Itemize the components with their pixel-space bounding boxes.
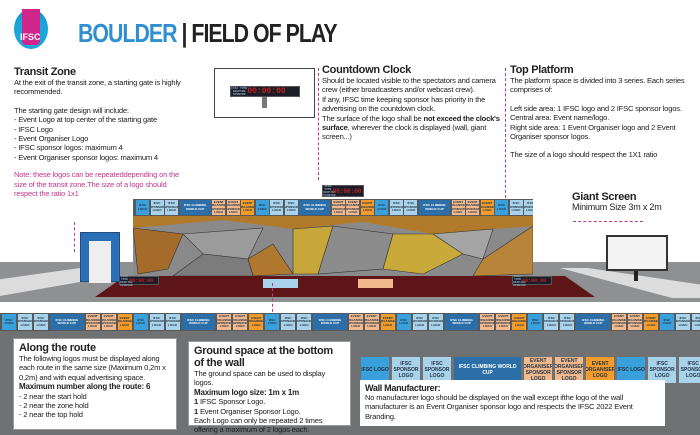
sponsor-tile: IFSC SPONSOR LOGO xyxy=(281,314,296,330)
top-platform-section: Top Platform The platform space is divid… xyxy=(510,64,685,160)
countdown-clock-section: Countdown Clock Should be located visibl… xyxy=(322,64,500,142)
sponsor-tile: IFSC SPONSOR LOGO xyxy=(404,200,418,215)
sponsor-tile: IFSC LOGO xyxy=(495,200,509,215)
sponsor-tile: IFSC SPONSOR LOGO xyxy=(560,314,575,330)
sponsor-tile: IFSC LOGO xyxy=(660,314,674,330)
sponsor-tile: IFSC CLIMBING WORLD CUP xyxy=(444,314,479,330)
sponsor-tile: IFSC LOGO xyxy=(136,200,149,215)
sponsor-tile: IFSC LOGO xyxy=(375,200,389,215)
sponsor-tile: EVENT ORGANISER SPONSOR LOGO xyxy=(226,200,240,215)
sponsor-tile: IFSC SPONSOR LOGO xyxy=(544,314,559,330)
sponsor-tile: IFSC CLIMBING WORLD CUP xyxy=(313,314,347,330)
sponsor-tile: IFSC SPONSOR LOGO xyxy=(284,200,298,215)
sponsor-tile: IFSC CLIMBING WORLD CUP xyxy=(50,314,84,330)
sponsor-tile: EVENT ORGANISER LOGO xyxy=(117,314,132,330)
sponsor-tile: IFSC CLIMBING WORLD CUP xyxy=(454,357,522,383)
sponsor-tile: IFSC LOGO xyxy=(265,314,280,330)
sponsor-tile: IFSC SPONSOR LOGO xyxy=(149,314,164,330)
sponsor-tile: EVENT ORGANISER SPONSOR LOGO xyxy=(348,314,363,330)
sponsor-tile: IFSC SPONSOR LOGO xyxy=(423,357,451,383)
sponsor-tile: IFSC SPONSOR LOGO xyxy=(392,357,420,383)
sponsor-tile: IFSC LOGO xyxy=(528,314,543,330)
sponsor-tile: IFSC LOGO xyxy=(2,314,16,330)
sponsor-tile: EVENT ORGANISER SPONSOR LOGO xyxy=(466,200,480,215)
sponsor-tile: IFSC SPONSOR LOGO xyxy=(389,200,403,215)
sponsor-tile: EVENT ORGANISER SPONSOR LOGO xyxy=(524,357,553,383)
sponsor-tile: IFSC CLIMBING WORLD CUP xyxy=(299,200,331,215)
sponsor-tile: IFSC SPONSOR LOGO xyxy=(428,314,443,330)
along-route-section: Along the route The following logos must… xyxy=(13,338,177,430)
sponsor-tile: IFSC SPONSOR LOGO xyxy=(270,200,284,215)
sponsor-tile: IFSC LOGO xyxy=(133,314,148,330)
sponsor-tile: EVENT ORGANISER SPONSOR LOGO xyxy=(217,314,232,330)
sponsor-tile: IFSC SPONSOR LOGO xyxy=(165,314,180,330)
ground-space-section: Ground space at the bottom of the wall T… xyxy=(188,341,351,434)
sponsor-tile: IFSC SPONSOR LOGO xyxy=(150,200,164,215)
ifsc-logo: IFSC xyxy=(14,9,48,49)
sponsor-tile: IFSC SPONSOR LOGO xyxy=(18,314,32,330)
sponsor-tile: EVENT ORGANISER LOGO xyxy=(380,314,395,330)
sponsor-tile: EVENT ORGANISER LOGO xyxy=(241,200,255,215)
sponsor-tile: IFSC SPONSOR LOGO xyxy=(692,314,700,330)
sponsor-tile: IFSC LOGO xyxy=(361,357,389,383)
wall-manufacturer-section: Wall Manufacturer: No manufacturer logo … xyxy=(360,380,665,426)
transit-zone-section: Transit Zone At the exit of the transit … xyxy=(14,66,181,199)
starting-gate xyxy=(80,232,120,283)
giant-screen xyxy=(606,235,668,271)
sponsor-tile: EVENT ORGANISER SPONSOR LOGO xyxy=(212,200,226,215)
sponsor-tile: IFSC SPONSOR LOGO xyxy=(297,314,312,330)
sponsor-tile: EVENT ORGANISER SPONSOR LOGO xyxy=(496,314,511,330)
sponsor-tile: IFSC LOGO xyxy=(255,200,269,215)
sponsor-tile: EVENT ORGANISER SPONSOR LOGO xyxy=(101,314,116,330)
sponsor-tile: IFSC LOGO xyxy=(396,314,411,330)
sponsor-tile: IFSC SPONSOR LOGO xyxy=(648,357,677,383)
sponsor-tile: EVENT ORGANISER SPONSOR LOGO xyxy=(480,314,495,330)
ground-logo-ifsc-sponsor xyxy=(263,279,298,288)
sponsor-tile: EVENT ORGANISER LOGO xyxy=(360,200,374,215)
sponsor-tile: IFSC CLIMBING WORLD CUP xyxy=(181,314,216,330)
sponsor-tile: IFSC SPONSOR LOGO xyxy=(524,200,533,215)
sponsor-tile: EVENT ORGANISER LOGO xyxy=(586,357,615,383)
sponsor-tile: IFSC SPONSOR LOGO xyxy=(34,314,48,330)
sponsor-tile: EVENT ORGANISER LOGO xyxy=(644,314,658,330)
sponsor-tile: EVENT ORGANISER SPONSOR LOGO xyxy=(612,314,626,330)
sponsor-tile: EVENT ORGANISER SPONSOR LOGO xyxy=(233,314,248,330)
sponsor-tile: EVENT ORGANISER LOGO xyxy=(512,314,527,330)
sponsor-tile: EVENT ORGANISER SPONSOR LOGO xyxy=(364,314,379,330)
sponsor-tile: IFSC SPONSOR LOGO xyxy=(679,357,700,383)
sponsor-tile: IFSC CLIMBING WORLD CUP xyxy=(418,200,451,215)
sponsor-tile: EVENT ORGANISER LOGO xyxy=(249,314,264,330)
sponsor-tile: IFSC CLIMBING WORLD CUP xyxy=(179,200,211,215)
sponsor-tile: EVENT ORGANISER SPONSOR LOGO xyxy=(451,200,465,215)
giant-screen-section: Giant Screen Minimum Size 3m x 2m xyxy=(572,191,662,212)
mat xyxy=(95,276,595,297)
page-title: BOULDER | FIELD OF PLAY xyxy=(78,18,338,48)
sponsor-tile: IFSC SPONSOR LOGO xyxy=(509,200,523,215)
ground-logo-organiser-sponsor xyxy=(358,279,393,288)
climbing-wall xyxy=(133,214,533,279)
sponsor-tile: IFSC SPONSOR LOGO xyxy=(165,200,178,215)
sponsor-tile: EVENT ORGANISER SPONSOR LOGO xyxy=(331,200,345,215)
sponsor-tile: IFSC LOGO xyxy=(617,357,646,383)
sponsor-tile: EVENT ORGANISER SPONSOR LOGO xyxy=(555,357,584,383)
sponsor-tile: IFSC SPONSOR LOGO xyxy=(676,314,690,330)
sponsor-tile: IFSC CLIMBING WORLD CUP xyxy=(576,314,610,330)
sponsor-tile: EVENT ORGANISER SPONSOR LOGO xyxy=(346,200,360,215)
sponsor-tile: IFSC SPONSOR LOGO xyxy=(412,314,427,330)
sponsor-tile: EVENT ORGANISER LOGO xyxy=(480,200,494,215)
sponsor-tile: EVENT ORGANISER SPONSOR LOGO xyxy=(85,314,100,330)
sponsor-tile: EVENT ORGANISER SPONSOR LOGO xyxy=(628,314,642,330)
